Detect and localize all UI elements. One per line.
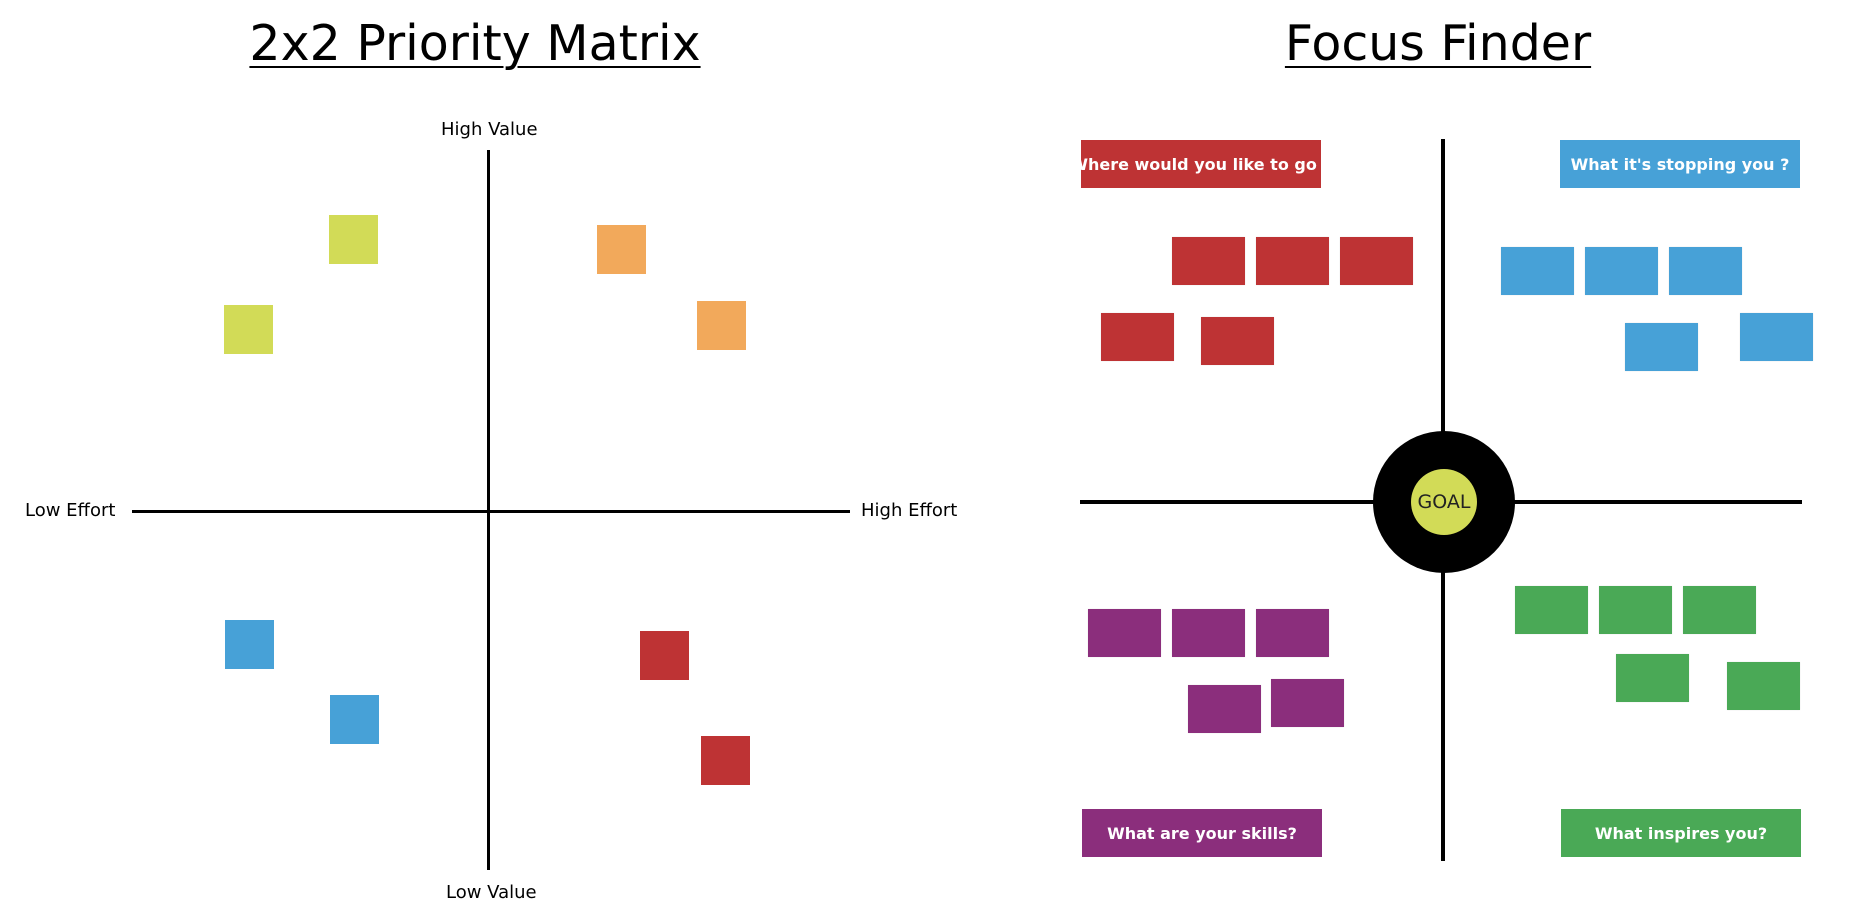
sticky-note[interactable] bbox=[701, 736, 750, 785]
inspiration-card[interactable] bbox=[1515, 586, 1588, 634]
skill-card[interactable] bbox=[1188, 685, 1261, 733]
skill-card[interactable] bbox=[1271, 679, 1344, 727]
sticky-note[interactable] bbox=[640, 631, 689, 680]
heading-what-inspires-you: What inspires you? bbox=[1561, 809, 1801, 857]
inspiration-card[interactable] bbox=[1599, 586, 1672, 634]
priority-matrix-title: 2x2 Priority Matrix bbox=[249, 15, 701, 72]
obstacle-card[interactable] bbox=[1740, 313, 1813, 361]
focus-finder-title: Focus Finder bbox=[1284, 15, 1592, 72]
axis-label-low-value: Low Value bbox=[446, 882, 537, 903]
sticky-note[interactable] bbox=[329, 215, 378, 264]
axis-label-high-value: High Value bbox=[441, 119, 538, 140]
heading-what-its-stopping-you: What it's stopping you ? bbox=[1560, 140, 1800, 188]
heading-where-would-you-like-to-go: Where would you like to go ? bbox=[1070, 140, 1332, 188]
axis-label-high-effort: High Effort bbox=[861, 500, 958, 521]
obstacle-card[interactable] bbox=[1669, 247, 1742, 295]
goal-card[interactable] bbox=[1340, 237, 1413, 285]
goal-card[interactable] bbox=[1172, 237, 1245, 285]
heading-what-are-your-skills: What are your skills? bbox=[1082, 809, 1322, 857]
obstacle-card[interactable] bbox=[1501, 247, 1574, 295]
goal-card[interactable] bbox=[1201, 317, 1274, 365]
skill-card[interactable] bbox=[1088, 609, 1161, 657]
sticky-note[interactable] bbox=[225, 620, 274, 669]
inspiration-card[interactable] bbox=[1727, 662, 1800, 710]
skill-card[interactable] bbox=[1172, 609, 1245, 657]
axis-label-low-effort: Low Effort bbox=[25, 500, 116, 521]
sticky-note[interactable] bbox=[330, 695, 379, 744]
sticky-note[interactable] bbox=[597, 225, 646, 274]
goal-label: GOAL bbox=[1411, 469, 1477, 535]
skill-card[interactable] bbox=[1256, 609, 1329, 657]
goal-card[interactable] bbox=[1101, 313, 1174, 361]
inspiration-card[interactable] bbox=[1683, 586, 1756, 634]
sticky-note[interactable] bbox=[224, 305, 273, 354]
obstacle-card[interactable] bbox=[1585, 247, 1658, 295]
goal-card[interactable] bbox=[1256, 237, 1329, 285]
obstacle-card[interactable] bbox=[1625, 323, 1698, 371]
goal-circle: GOAL bbox=[1373, 431, 1515, 573]
horizontal-axis bbox=[132, 510, 850, 513]
sticky-note[interactable] bbox=[697, 301, 746, 350]
inspiration-card[interactable] bbox=[1616, 654, 1689, 702]
